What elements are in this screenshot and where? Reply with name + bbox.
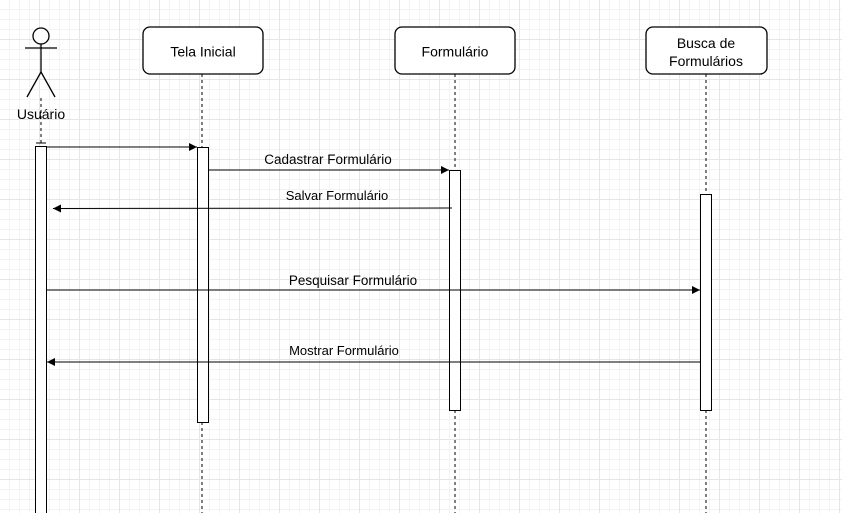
message-label: Cadastrar Formulário <box>264 152 392 167</box>
participant-label: Tela Inicial <box>170 44 235 60</box>
actor-label: Usuário <box>17 106 65 122</box>
participant-label-line-1: Busca de <box>677 35 736 51</box>
actor-stick-figure-icon <box>25 27 57 98</box>
message-label: Mostrar Formulário <box>289 343 399 358</box>
message-label: Pesquisar Formulário <box>289 273 417 288</box>
message-label: Salvar Formulário <box>286 188 389 203</box>
message-mostrar-formulario[interactable]: Mostrar Formulário <box>47 343 700 366</box>
participant-label: Formulário <box>422 44 489 60</box>
participant-tela-inicial[interactable]: Tela Inicial <box>142 26 264 75</box>
message-pesquisar-formulario[interactable]: Pesquisar Formulário <box>47 273 700 294</box>
participant-formulario[interactable]: Formulário <box>394 26 516 75</box>
participant-busca-de-formularios[interactable]: Busca de Formulários <box>645 26 768 75</box>
actor-usuario[interactable]: Usuário <box>17 27 65 122</box>
participant-label-line-2: Formulários <box>669 53 743 69</box>
message-arrow <box>52 204 453 213</box>
activation-busca-de-formularios[interactable] <box>700 194 712 411</box>
message-salvar-formulario[interactable]: Salvar Formulário <box>52 188 453 213</box>
activation-tela-inicial[interactable] <box>197 147 209 423</box>
activation-usuario[interactable] <box>35 146 47 513</box>
message-cadastrar-formulario[interactable]: Cadastrar Formulário <box>209 152 449 174</box>
